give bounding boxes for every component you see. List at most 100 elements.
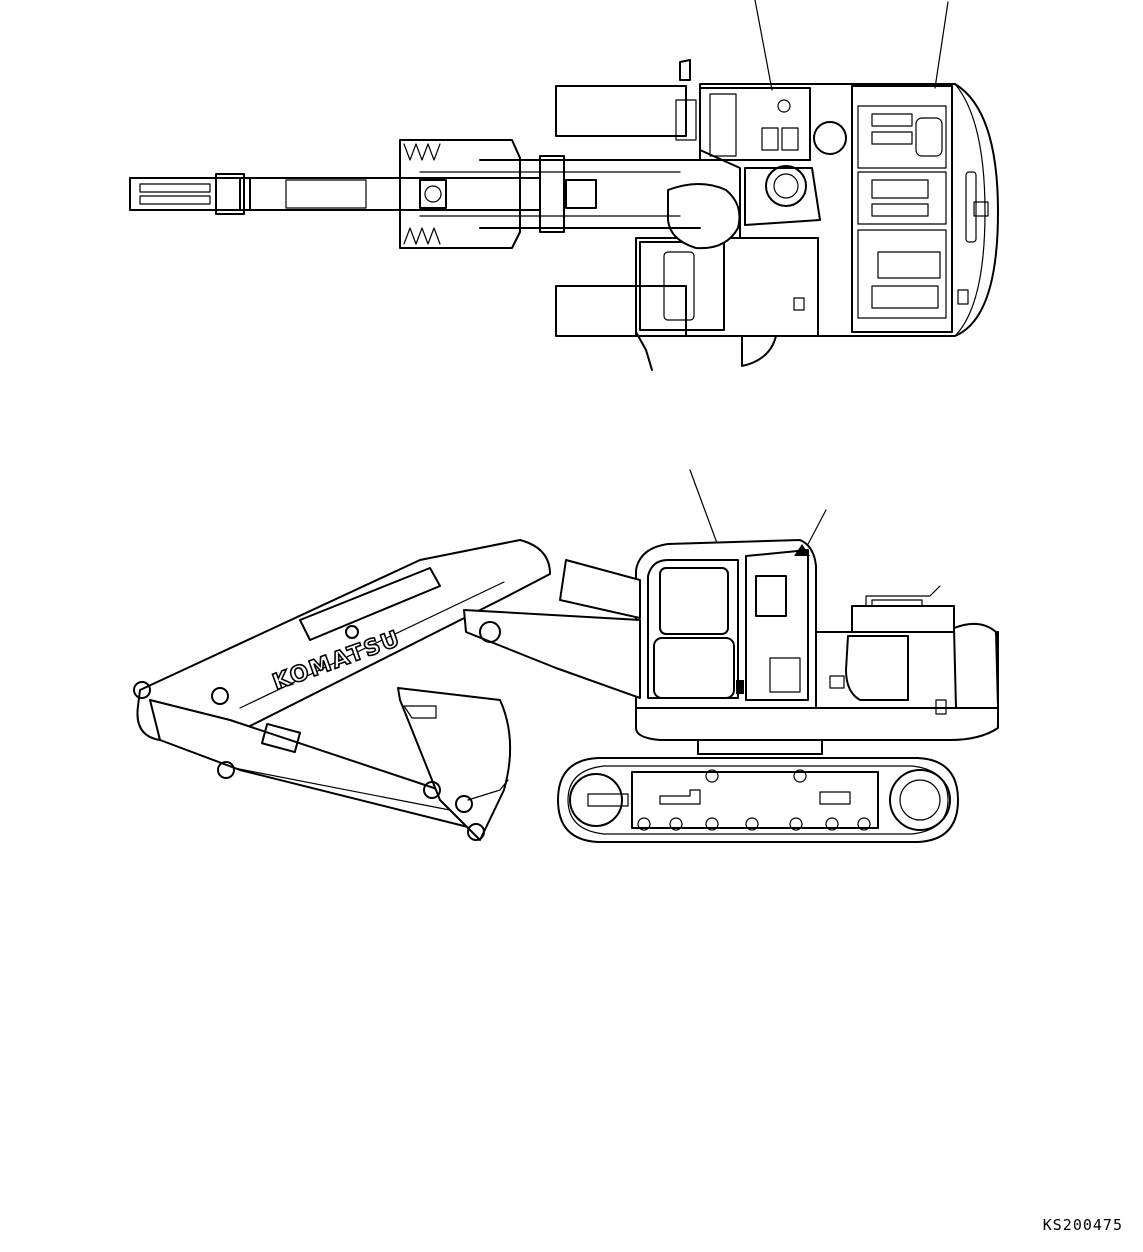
track-roller-4	[745, 817, 759, 831]
track-roller-1	[637, 817, 651, 831]
hood-grille-side	[871, 599, 923, 607]
arm-pin-block	[419, 179, 447, 209]
boom-cylinder-pin	[211, 687, 229, 705]
cab-side-window	[745, 549, 809, 701]
engine-side-door	[845, 635, 909, 701]
arm-tip	[129, 177, 251, 211]
crawler-track	[557, 757, 959, 843]
hood-grille-1	[871, 113, 913, 127]
exhaust-pipe	[865, 585, 941, 607]
track-roller-3	[705, 817, 719, 831]
battery-box	[709, 93, 737, 157]
arm-cylinder-side	[299, 567, 441, 641]
top-leader-line-left	[754, 0, 773, 91]
arm-label-plate	[260, 722, 302, 754]
boom	[136, 539, 551, 741]
track-roller-5	[789, 817, 803, 831]
bucket	[397, 687, 512, 841]
exhaust-cover	[915, 117, 943, 157]
cab-side-glass	[755, 575, 787, 617]
arm-tip-bracket	[215, 173, 245, 215]
counterweight-side	[953, 622, 999, 709]
hood-grille-5	[877, 251, 941, 279]
arm-pin	[424, 185, 442, 203]
bucket-teeth-top	[403, 143, 441, 161]
hood-panel-3	[857, 229, 947, 319]
hood-panel-1	[857, 105, 947, 169]
engine-hood	[851, 85, 953, 333]
arm-pivot	[479, 621, 501, 643]
sprocket	[889, 769, 951, 831]
idler	[569, 773, 623, 827]
bucket-link	[467, 779, 509, 801]
swing-motor	[765, 165, 807, 207]
carrier-roller-2	[793, 769, 807, 783]
bucket-plate	[403, 705, 437, 719]
revolving-frame	[635, 707, 999, 741]
bucket-top	[399, 139, 521, 249]
filler-cap	[777, 99, 791, 113]
arm-side	[463, 609, 641, 699]
side-leader-line-right	[805, 509, 827, 549]
top-track-rear	[555, 85, 687, 137]
drawing-code: KS200475	[1042, 1216, 1123, 1234]
counterweight-handle	[965, 171, 977, 243]
arm-tip-slot-1	[139, 183, 211, 193]
cab-mirror-bracket	[741, 335, 777, 367]
track-frame	[631, 771, 879, 829]
hood-grille-4	[871, 203, 929, 217]
counterweight-lug	[973, 201, 989, 217]
side-step	[935, 699, 947, 715]
cab-roof-window	[663, 251, 695, 321]
cab-grab-handle	[635, 331, 653, 371]
fuse-block-2	[781, 127, 799, 151]
arm-cylinder-pin	[345, 625, 359, 639]
track-frame-bracket-2	[819, 791, 851, 805]
boom-cylinder	[559, 559, 641, 619]
idler-plate	[587, 793, 629, 807]
engine-hood-side	[851, 605, 955, 633]
bucket-pin-3	[467, 823, 485, 841]
counterweight-edge	[954, 83, 986, 337]
track-roller-7	[857, 817, 871, 831]
excavator-top-view	[129, 0, 999, 371]
handrail-top	[679, 59, 691, 81]
bucket-cylinder-rod	[233, 767, 461, 813]
track-roller-6	[825, 817, 839, 831]
cab-side	[635, 539, 817, 709]
counterweight-lamp	[957, 289, 969, 305]
hood-panel-2	[857, 171, 947, 225]
boom-stiffener	[239, 581, 505, 709]
cab-door-window-lower	[653, 637, 735, 699]
arm-tip-slot-2	[139, 195, 211, 205]
side-lamp	[829, 675, 845, 689]
swing-motor-inner	[773, 173, 799, 199]
sprocket-hub	[899, 779, 941, 821]
fuel-filler	[813, 121, 847, 155]
hood-grille-3	[871, 179, 929, 199]
boom-tip-pin	[133, 681, 151, 699]
boom-cylinder-mount	[539, 155, 565, 233]
cab-warning-marker	[794, 544, 810, 556]
excavator-side-view: KOMATSU	[133, 469, 999, 843]
hood-grille-2	[871, 131, 913, 145]
cab-side-grille	[769, 657, 801, 693]
storage-compartment	[699, 87, 811, 161]
carrier-roller-1	[705, 769, 719, 783]
swing-frame-plate	[744, 167, 821, 226]
top-leader-line-right	[934, 1, 949, 89]
arm-body	[239, 177, 541, 211]
bucket-teeth-bottom	[403, 227, 441, 245]
boom-bracket	[565, 179, 597, 209]
fuse-block-1	[761, 127, 779, 151]
bucket-cylinder-pin	[217, 761, 235, 779]
boom-foot-cover	[667, 183, 741, 250]
arm-cylinder	[285, 179, 367, 209]
top-track-front	[555, 285, 687, 337]
bucket-pin-2	[455, 795, 473, 813]
cab-door	[647, 559, 739, 699]
track-frame-bracket-1	[659, 789, 701, 805]
bucket-pin-1	[423, 781, 441, 799]
cab-roof-lamp	[793, 297, 805, 311]
